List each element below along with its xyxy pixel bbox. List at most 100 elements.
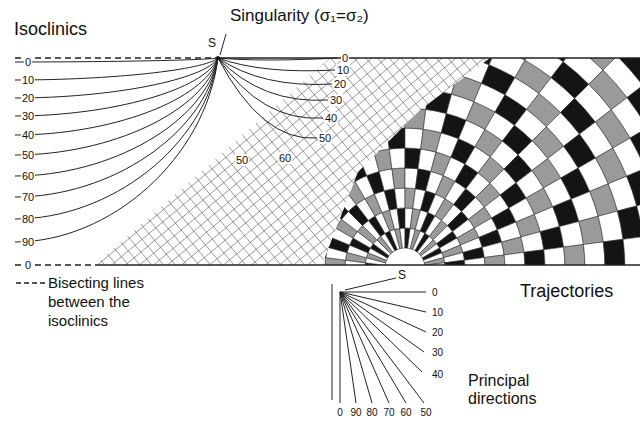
- mesh-line: [0, 0, 642, 396]
- trajectory-cell: [484, 255, 505, 268]
- isoclinic-angle: 40: [21, 129, 35, 141]
- direction-line: [340, 292, 356, 403]
- trajectory-cell: [266, 171, 293, 198]
- trajectory-cell: [387, 128, 405, 149]
- isoclinic-angle: 20: [21, 92, 35, 104]
- isoclinic-angle: 50: [21, 149, 35, 161]
- mesh-line: [57, 0, 642, 428]
- trajectory-cell: [105, 229, 127, 268]
- trajectory-cell: [436, 10, 472, 36]
- mesh-line: [0, 0, 566, 428]
- trajectory-cell: [294, 208, 318, 230]
- mesh-line: [52, 0, 642, 428]
- mesh-line: [0, 0, 401, 428]
- trajectory-cell: [38, 123, 72, 175]
- mesh-line: [40, 0, 642, 428]
- trajectory-cell: [270, 214, 294, 237]
- trajectory-cell: [259, 60, 295, 93]
- mesh-line: [0, 0, 642, 383]
- point-label: S: [207, 37, 217, 50]
- isoclinic-line: [218, 58, 337, 60]
- mesh-line: [0, 0, 595, 314]
- principal-directions-label: Principal directions: [468, 372, 564, 407]
- trajectory-cell: [275, 28, 313, 60]
- trajectory-cell: [0, 213, 8, 268]
- mesh-line: [0, 0, 566, 279]
- trajectory-cell: [405, 68, 431, 90]
- isoclinic-angle: 10: [336, 64, 350, 76]
- singularity-label: Singularity (σ₁=σ₂): [230, 7, 369, 26]
- trajectory-cell: [612, 0, 642, 28]
- trajectory-cell: [8, 164, 38, 218]
- trajectory-cell: [623, 237, 642, 268]
- trajectory-cell: [467, 17, 504, 46]
- point-label: S: [397, 269, 407, 282]
- trajectory-cell: [145, 85, 183, 128]
- mesh-line: [109, 59, 642, 428]
- trajectory-cell: [345, 157, 367, 181]
- trajectory-cell: [183, 148, 214, 184]
- mesh-line: [17, 0, 642, 428]
- mesh-line: [85, 0, 642, 428]
- mesh-line: [9, 0, 642, 428]
- trajectory-cell: [0, 48, 41, 107]
- trajectory-cell: [600, 0, 642, 42]
- mesh-line: [0, 0, 546, 428]
- mesh-line: [250, 0, 642, 363]
- mesh-line: [127, 80, 642, 428]
- trajectory-cell: [308, 230, 331, 248]
- mesh-line: [133, 87, 642, 428]
- mesh-line: [0, 0, 520, 224]
- isoclinic-angle: 10: [21, 74, 35, 86]
- isoclinic-angle: 90: [21, 236, 35, 248]
- mesh-line: [138, 94, 642, 428]
- axis-line: [332, 284, 333, 400]
- legend-text: Bisecting lines between the isoclinics: [48, 273, 170, 330]
- trajectory-cell: [405, 0, 442, 10]
- mesh-line: [46, 0, 642, 428]
- direction-angle: 20: [431, 327, 444, 338]
- trajectory-cell: [231, 199, 257, 226]
- mesh-line: [133, 0, 642, 428]
- trajectory-cell: [292, 141, 320, 169]
- trajectory-cell: [630, 128, 642, 169]
- mesh-line: [0, 0, 560, 272]
- trajectory-cell: [382, 88, 405, 109]
- isoclinic-line: [15, 58, 218, 197]
- trajectory-cell: [332, 164, 355, 189]
- mesh-line: [0, 0, 518, 428]
- isoclinic-line: [15, 58, 218, 80]
- trajectory-cell: [351, 133, 374, 157]
- mesh-line: [0, 0, 580, 428]
- trajectory-cell: [250, 207, 275, 232]
- trajectory-cell: [19, 115, 54, 170]
- trajectory-cell: [220, 168, 249, 199]
- isoclinic-angle: 50: [318, 132, 332, 144]
- leader-line: [220, 34, 226, 55]
- mesh-line: [81, 25, 642, 428]
- mesh-line: [0, 0, 615, 428]
- mesh-line: [0, 0, 587, 428]
- trajectory-cell: [285, 46, 321, 77]
- isoclinic-angle: 0: [24, 56, 32, 68]
- mesh-line: [0, 0, 642, 417]
- trajectory-cells: [0, 0, 642, 268]
- trajectory-cell: [246, 227, 269, 250]
- direction-line: [340, 292, 389, 403]
- trajectory-cell: [207, 216, 231, 244]
